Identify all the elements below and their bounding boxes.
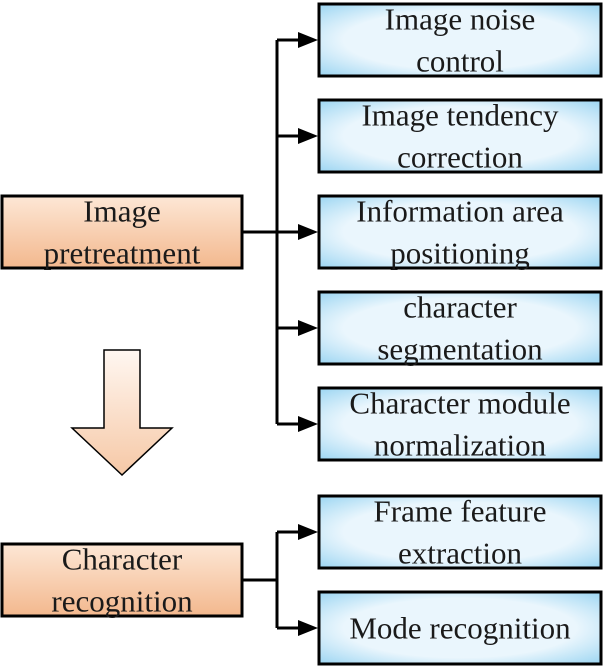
character-recognition-step-1: Frame feature extraction bbox=[317, 494, 603, 571]
image-pretreatment-step-box-1 bbox=[317, 2, 603, 78]
image-pretreatment-step-5: Character module normalization bbox=[317, 386, 603, 463]
character-recognition-label-line-1: Character bbox=[62, 542, 183, 577]
character-recognition-step-label-2-line-1: Mode recognition bbox=[349, 611, 571, 646]
down-flow-arrow bbox=[70, 349, 174, 477]
image-pretreatment-group: Image pretreatment bbox=[0, 194, 244, 271]
image-pretreatment-step-3: Information area positioning bbox=[317, 194, 603, 271]
image-pretreatment-branch-arrowhead-1 bbox=[298, 32, 318, 48]
character-recognition-box bbox=[0, 542, 244, 618]
image-pretreatment-step-box-5 bbox=[317, 386, 603, 462]
character-recognition-step-2: Mode recognition bbox=[317, 590, 603, 666]
character-recognition-step-box-2 bbox=[317, 590, 603, 666]
image-pretreatment-step-4: character segmentation bbox=[317, 290, 603, 367]
character-recognition-branch-arrowhead-2 bbox=[298, 620, 318, 636]
image-pretreatment-step-label-5-line-1: Character module bbox=[349, 386, 570, 421]
image-pretreatment-step-label-4-line-2: segmentation bbox=[377, 332, 543, 367]
image-pretreatment-step-label-3-line-2: positioning bbox=[390, 236, 530, 271]
character-recognition-branch-arrowhead-1 bbox=[298, 524, 318, 540]
image-pretreatment-branch-arrowhead-5 bbox=[298, 416, 318, 432]
image-pretreatment-step-label-2-line-2: correction bbox=[397, 140, 523, 175]
image-pretreatment-step-box-2 bbox=[317, 98, 603, 174]
character-recognition-group: Character recognition bbox=[0, 542, 244, 619]
connectors-layer bbox=[242, 32, 318, 636]
image-pretreatment-box bbox=[0, 194, 244, 270]
image-pretreatment-step-label-5-line-2: normalization bbox=[374, 428, 547, 463]
character-recognition-label-line-2: recognition bbox=[51, 584, 193, 619]
image-pretreatment-step-box-4 bbox=[317, 290, 603, 366]
image-pretreatment-step-1: Image noise control bbox=[317, 2, 603, 79]
image-pretreatment-branch-arrowhead-4 bbox=[298, 320, 318, 336]
image-pretreatment-step-box-3 bbox=[317, 194, 603, 270]
image-pretreatment-label-line-2: pretreatment bbox=[44, 236, 201, 271]
image-pretreatment-step-label-4-line-1: character bbox=[403, 290, 517, 325]
image-pretreatment-step-2: Image tendency correction bbox=[317, 98, 603, 175]
image-pretreatment-branch-arrowhead-2 bbox=[298, 128, 318, 144]
image-pretreatment-step-label-1-line-2: control bbox=[416, 44, 504, 79]
character-recognition-step-box-1 bbox=[317, 494, 603, 570]
image-pretreatment-step-label-3-line-1: Information area bbox=[356, 194, 564, 229]
image-pretreatment-step-label-1-line-1: Image noise bbox=[385, 2, 536, 37]
image-pretreatment-step-label-2-line-1: Image tendency bbox=[361, 98, 559, 133]
image-pretreatment-branch-arrowhead-3 bbox=[298, 224, 318, 240]
image-pretreatment-label-line-1: Image bbox=[83, 194, 160, 229]
character-recognition-step-label-1-line-2: extraction bbox=[398, 536, 522, 571]
character-recognition-step-label-1-line-1: Frame feature bbox=[374, 494, 547, 529]
